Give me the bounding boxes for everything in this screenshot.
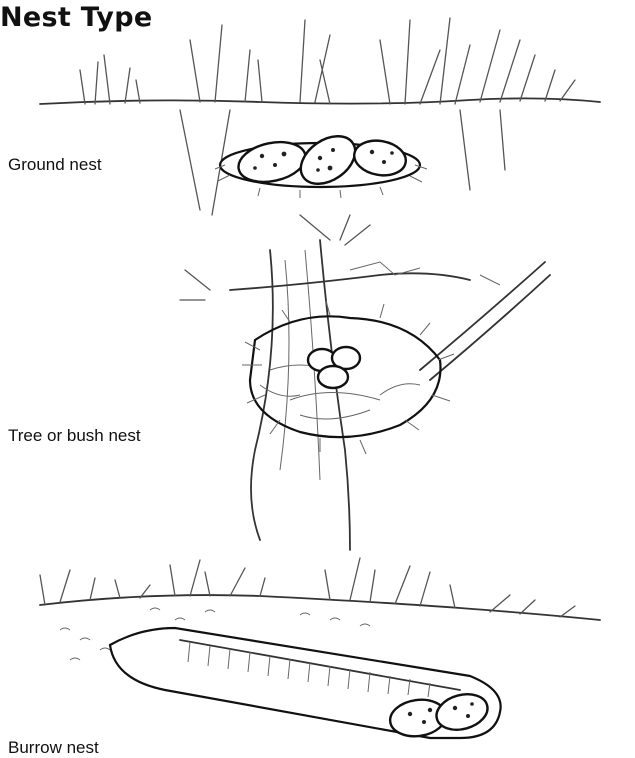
ground-nest-illustration — [40, 18, 600, 215]
burrow-nest-illustration — [40, 558, 600, 740]
tree-nest-illustration — [180, 215, 550, 550]
